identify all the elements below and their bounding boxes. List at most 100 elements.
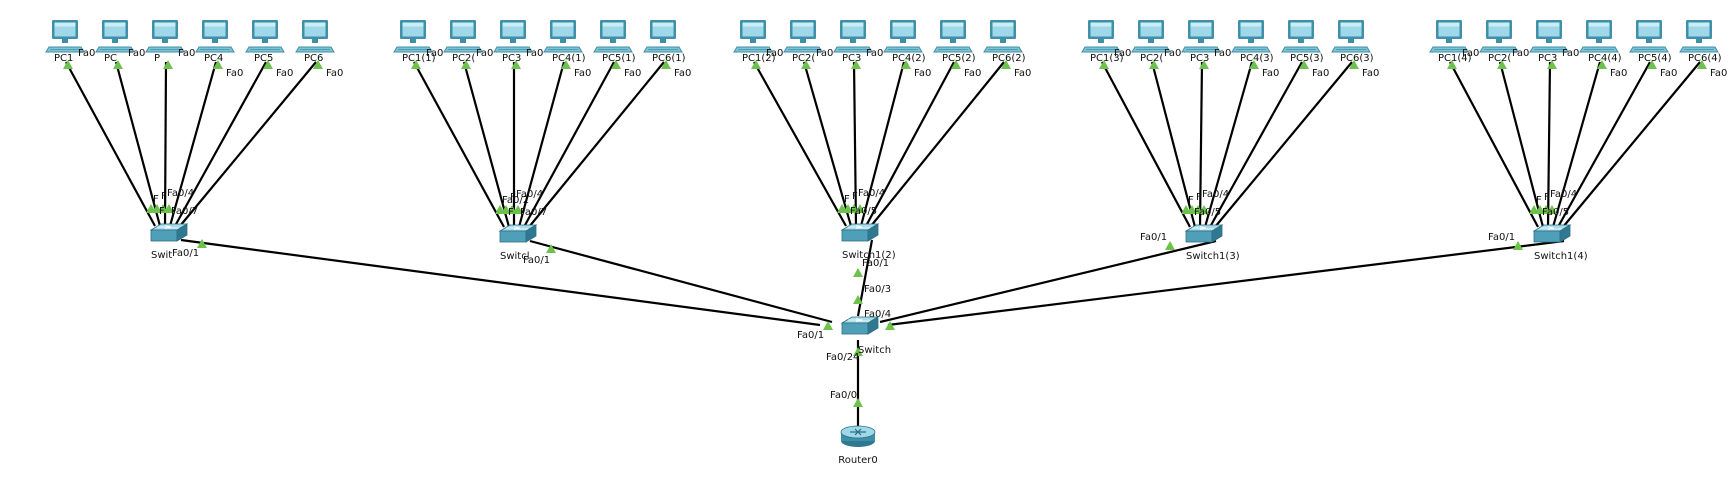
pc-name-label: PC2( [452,53,475,64]
switch-port-label: F [1196,192,1202,203]
pc-cable-2-1[interactable] [802,61,853,227]
pc-cable-3-5[interactable] [1214,61,1353,228]
pc-name-label: PC [104,53,117,64]
pc-cable-0-2[interactable] [163,61,168,227]
switch-port-label: Fa0/4 [167,188,194,199]
switch-icon[interactable] [841,316,879,335]
switch-port-label: Fa0/7 [171,206,198,217]
switch-port-label: Fa0/7 [520,207,547,218]
pc-port-label: Fa0 [816,48,833,59]
pc-cable-2-3[interactable] [859,61,906,227]
pc-name-label: PC6(2) [992,53,1026,64]
router-icon[interactable] [840,425,876,448]
pc-name-label: PC4(4) [1588,53,1622,64]
switch-icon[interactable] [1533,224,1571,243]
pc-cable-2-4[interactable] [865,61,955,227]
pc-link-light-2-3 [901,60,911,69]
pc-cable-2-5[interactable] [870,61,1005,227]
pc-cable-3-1[interactable] [1150,61,1197,228]
pc-cable-3-4[interactable] [1209,61,1303,228]
pc-icon[interactable] [883,19,923,53]
pc-icon[interactable] [295,19,335,53]
uplink-cable-0[interactable] [180,238,821,327]
pc-cable-4-0[interactable] [1449,61,1539,228]
pc-cable-1-3[interactable] [517,61,566,228]
pc-cable-4-5[interactable] [1562,61,1701,228]
switch-port-label: Fa0/4 [858,188,885,199]
pc-icon[interactable] [1231,19,1271,53]
pc-port-label: Fa0 [1214,48,1231,59]
pc-icon[interactable] [1629,19,1669,53]
pc-icon[interactable] [983,19,1023,53]
pc-cable-4-3[interactable] [1551,61,1602,228]
pc-cable-2-0[interactable] [753,61,847,227]
pc-link-light-4-5 [1697,60,1707,69]
cable-layer [65,61,1701,427]
pc-link-light-3-4 [1299,60,1309,69]
pc-cable-3-0[interactable] [1101,61,1191,228]
pc-name-label: P [154,53,160,64]
pc-cable-1-5[interactable] [528,61,665,228]
pc-port-label: Fa0 [624,68,641,79]
pc-cable-4-1[interactable] [1498,61,1545,228]
uplink-cable-1[interactable] [529,239,833,324]
pc-icon[interactable] [643,19,683,53]
pc-cable-0-3[interactable] [168,61,218,227]
pc-cable-0-4[interactable] [174,61,267,227]
pc-cable-3-2[interactable] [1198,61,1204,228]
pc-port-label: Fa0 [1312,68,1329,79]
pc-name-label: PC3 [1538,53,1557,64]
pc-name-label: PC4 [204,53,223,64]
pc-cable-1-1[interactable] [462,61,511,228]
pc-link-light-2-1 [801,60,811,69]
pc-icon[interactable] [593,19,633,53]
pc-name-label: PC3 [1190,53,1209,64]
pc-icon[interactable] [543,19,583,53]
switch-port-label: F [161,191,167,202]
pc-icon[interactable] [1331,19,1371,53]
pc-link-light-1-5 [661,60,671,69]
pc-port-label: Fa0 [178,48,195,59]
pc-icon[interactable] [933,19,973,53]
uplink-port-label: Fa0/1 [172,248,199,259]
pc-cable-2-2[interactable] [852,61,858,227]
pc-name-label: PC4(1) [552,53,586,64]
pc-link-light-4-0 [1447,60,1457,69]
pc-port-label: Fa0 [1562,48,1579,59]
pc-name-label: PC6(4) [1688,53,1722,64]
pc-port-label: Fa0 [1462,48,1479,59]
uplink-cable-3[interactable] [879,239,1217,324]
switch-port-label: F [159,206,165,217]
switch-port-label: F [852,191,858,202]
pc-cable-0-0[interactable] [65,61,156,227]
pc-icon[interactable] [1679,19,1719,53]
switch-icon[interactable] [841,223,879,242]
pc-icon[interactable] [245,19,285,53]
pc-name-label: PC5(3) [1290,53,1324,64]
uplink-light-4 [1513,241,1523,250]
switch-icon[interactable] [499,224,537,243]
pc-link-light-3-1 [1149,60,1159,69]
switch-port-label: F [153,194,159,205]
pc-cable-0-5[interactable] [179,61,317,227]
pc-name-label: PC2( [1140,53,1163,64]
pc-icon[interactable] [1579,19,1619,53]
pc-cable-4-4[interactable] [1557,61,1651,228]
uplink-cable-4[interactable] [887,239,1565,327]
pc-cable-1-4[interactable] [523,61,615,228]
pc-cable-3-3[interactable] [1203,61,1254,228]
pc-icon[interactable] [195,19,235,53]
pc-cable-1-0[interactable] [413,61,505,228]
switch-icon[interactable] [150,223,188,242]
switch-port-label: Fa0/4 [1550,189,1577,200]
pc-icon[interactable] [1281,19,1321,53]
pc-link-light-2-4 [951,60,961,69]
pc-cable-4-2[interactable] [1546,61,1552,228]
pc-cable-0-1[interactable] [114,61,162,227]
uplink-port-label: Fa0/1 [1140,232,1167,243]
switch-icon[interactable] [1185,224,1223,243]
pc-link-light-3-2 [1199,60,1209,69]
pc-port-label: Fa0 [1014,68,1031,79]
